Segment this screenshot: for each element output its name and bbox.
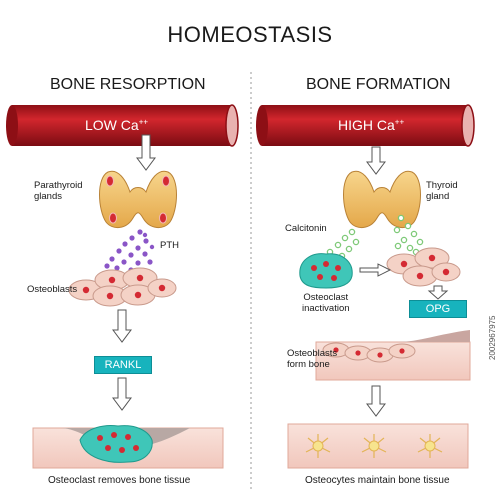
bone-forming-layer <box>315 330 471 381</box>
osteoclast-inactive-cell <box>299 253 353 289</box>
opg-tag: OPG <box>409 300 467 318</box>
parathyroid-glands <box>99 170 177 228</box>
osteoblasts-form-bone-label: Osteoblasts form bone <box>287 348 338 370</box>
heading-bone-resorption: BONE RESORPTION <box>50 76 206 93</box>
arrow-bone-to-osteocytes <box>366 385 386 417</box>
page-title: HOMEOSTASIS <box>167 22 333 47</box>
thyroid-gland <box>343 170 421 228</box>
osteoblasts-label: Osteoblasts <box>27 284 78 295</box>
calcitonin-dots <box>326 214 424 265</box>
left-blood-vessel <box>6 104 239 147</box>
thyroid-label: Thyroid gland <box>426 180 458 202</box>
arrow-osteoblasts-to-opg <box>427 285 449 300</box>
pth-label: PTH <box>160 240 179 251</box>
vessel-label-low: LOW Ca++ <box>85 117 149 133</box>
arrow-vessel-to-parathyroid <box>136 134 156 171</box>
caption-osteoclast-removes: Osteoclast removes bone tissue <box>48 475 191 486</box>
bone-tissue-left <box>32 425 224 469</box>
osteoblast-cluster-left <box>68 267 177 307</box>
calcitonin-label: Calcitonin <box>285 223 327 234</box>
rankl-tag: RANKL <box>94 356 152 374</box>
watermark-id: 2002967975 <box>488 315 497 361</box>
arrow-opg-to-osteoclast <box>359 263 392 277</box>
arrow-vessel-to-thyroid <box>366 146 386 175</box>
right-blood-vessel <box>256 104 475 147</box>
osteoblast-cluster-right <box>386 247 461 287</box>
heading-bone-formation: BONE FORMATION <box>306 76 451 93</box>
vessel-label-high: HIGH Ca++ <box>338 117 405 133</box>
pth-hormone-dots <box>104 229 155 273</box>
osteoclast-inactivation-label: Osteoclast inactivation <box>302 292 350 314</box>
parathyroid-label: Parathyroid glands <box>34 180 83 202</box>
arrow-osteoblasts-to-rankl <box>112 309 132 343</box>
caption-osteocytes-maintain: Osteocytes maintain bone tissue <box>305 475 450 486</box>
bone-tissue-right <box>287 423 469 469</box>
arrow-rankl-to-bone <box>112 377 132 411</box>
